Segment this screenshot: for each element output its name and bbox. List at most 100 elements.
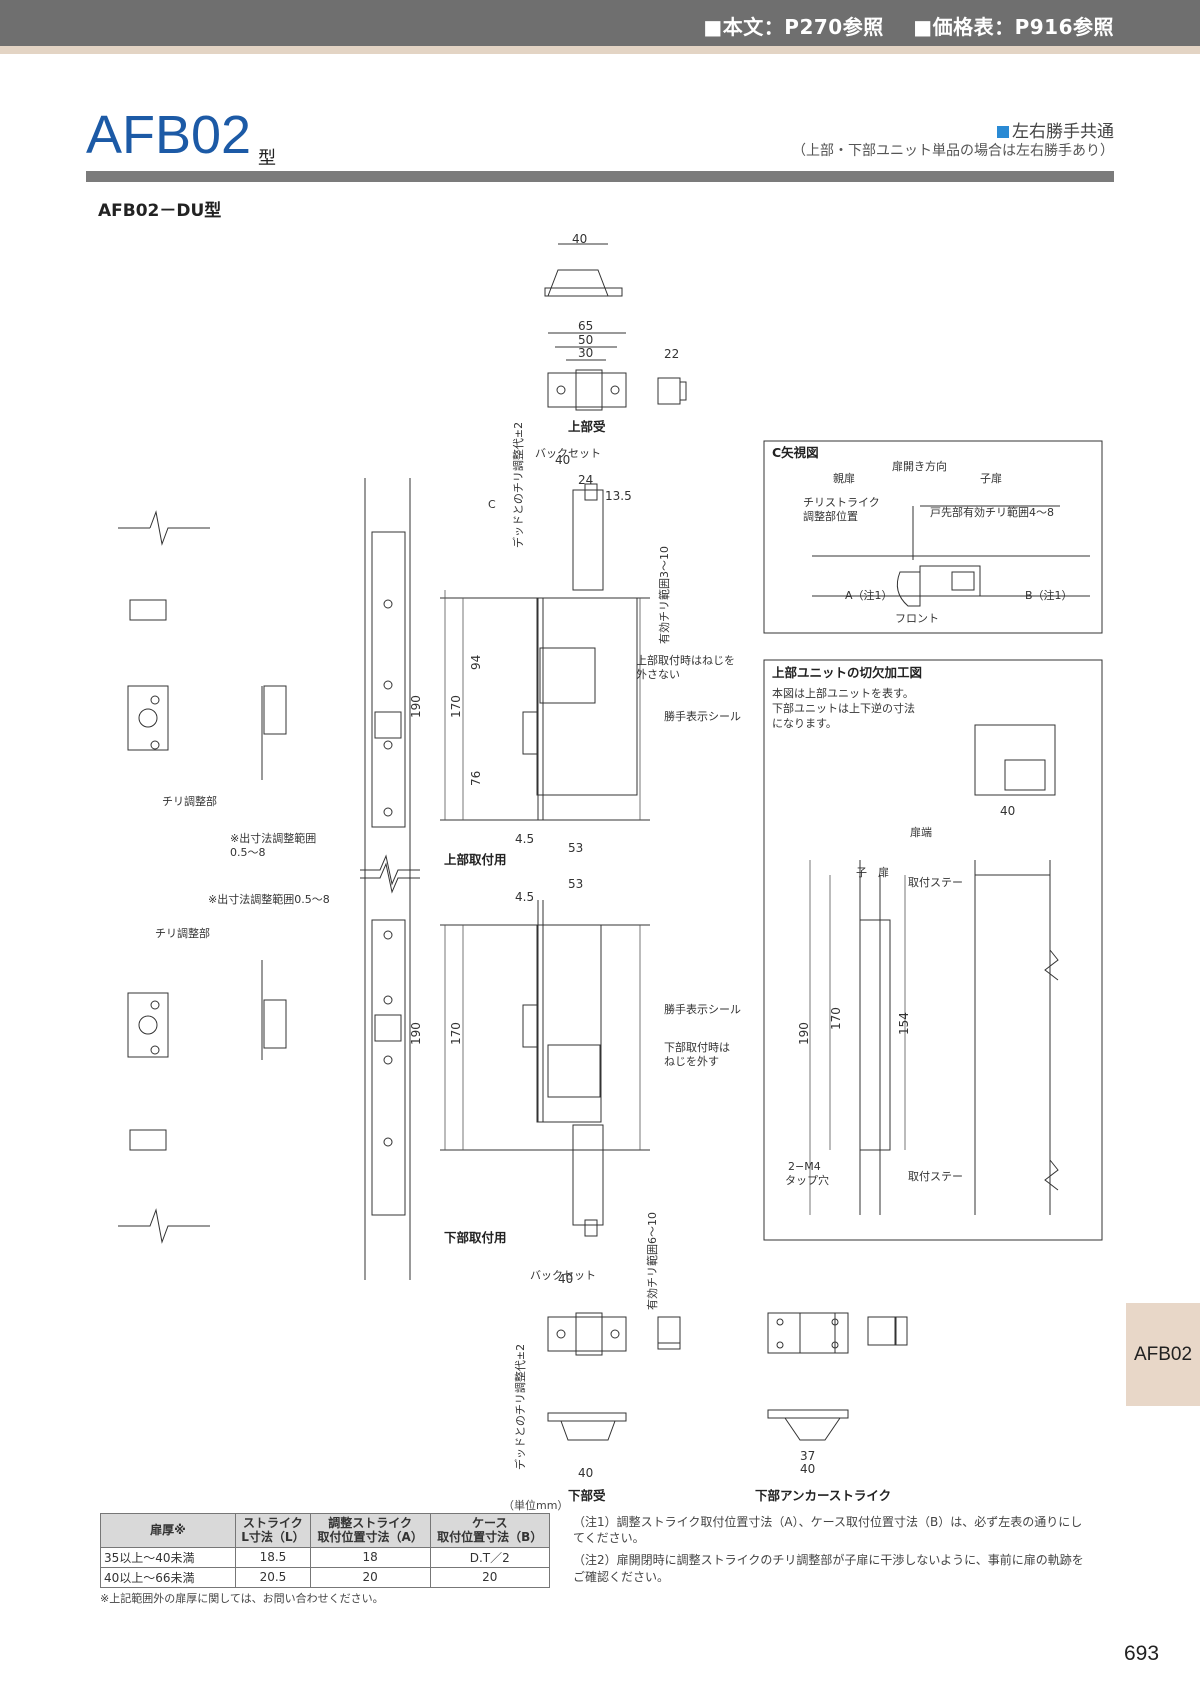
upper-strike-top (544, 243, 623, 297)
label-lower-mount: 下部取付用 (444, 1230, 507, 1245)
label-mount-stay-lower: 取付ステー (908, 1170, 963, 1183)
cell-l: 18.5 (235, 1546, 311, 1568)
label-chiri-adjust-lower: チリ調整部 (155, 926, 210, 940)
cell-b: D.T／2 (429, 1546, 550, 1568)
header-case-b: ケース取付位置寸法（B） (429, 1513, 550, 1548)
label-door-tip-range: 戸先部有効チリ範囲4〜8 (930, 505, 1054, 519)
label-range-note-lower: ※出寸法調整範囲0.5〜8 (208, 892, 330, 906)
cutout-note-3: になります。 (772, 717, 837, 730)
label-lower-screw-2: ねじを外す (664, 1055, 719, 1068)
c-view-detail (812, 505, 1090, 607)
dim-170-upper: 170 (449, 695, 463, 718)
label-open-direction: 扉開き方向 (892, 459, 947, 473)
page-number: 693 (1124, 1642, 1160, 1665)
label-tap2: タップ穴 (785, 1173, 829, 1187)
label-c-arrow: C (488, 498, 496, 511)
lower-case (440, 900, 650, 1237)
cell-l: 20.5 (235, 1566, 311, 1588)
lower-strike-front (547, 1312, 681, 1441)
label-front: フロント (895, 612, 939, 625)
dim-30: 30 (578, 346, 593, 360)
cell-b: 20 (429, 1566, 550, 1588)
label-lower-screw-1: 下部取付時は (664, 1040, 730, 1054)
table-footnote: ※上記範囲外の扉厚に関しては、お問い合わせください。 (100, 1592, 384, 1605)
left-strike-views-upper (118, 510, 287, 780)
label-upper-strike: 上部受 (568, 419, 606, 434)
label-door-edge: 扉端 (910, 826, 932, 839)
label-dead-chiri-lower: デッドとのチリ調整代±2 (513, 1344, 527, 1470)
dim-190-cutout: 190 (797, 1022, 811, 1045)
label-seal-lower: 勝手表示シール (664, 1002, 741, 1016)
note-2: （注2）扉開閉時に調整ストライクのチリ調整部が子扉に干渉しないように、事前に扉の… (573, 1553, 1084, 1584)
dim-40-bottom: 40 (578, 1466, 593, 1480)
label-mount-stay-upper: 取付ステー (908, 876, 963, 889)
dim-94-upper: 94 (469, 655, 483, 670)
dim-53-lower: 53 (568, 877, 583, 891)
dim-190-upper: 190 (409, 695, 423, 718)
header-door-thickness: 扉厚※ (100, 1513, 236, 1548)
side-index-tab[interactable]: AFB02 (1126, 1303, 1200, 1406)
cell-thickness: 40以上〜66未満 (100, 1566, 236, 1588)
label-upper-screw-1: 上部取付時はねじを (636, 653, 735, 667)
dim-65: 65 (578, 319, 593, 333)
label-chiri-effective-upper: 有効チリ範囲3〜10 (657, 546, 671, 644)
label-chiri-adjust-upper: チリ調整部 (162, 794, 217, 808)
text-reference: ■本文：P270参照 (703, 15, 884, 39)
cell-a: 20 (309, 1566, 431, 1588)
label-dead-chiri-upper: デッドとのチリ調整代±2 (511, 422, 525, 548)
dim-22: 22 (664, 347, 679, 361)
front-plate (360, 478, 420, 1280)
lower-anchor-strike (767, 1312, 908, 1441)
table-row: 35以上〜40未満 18.5 18 D.T／2 (100, 1546, 550, 1568)
header-adjust-strike-a: 調整ストライク取付位置寸法（A） (309, 1513, 431, 1548)
label-backset-lower: バックセット (530, 1269, 596, 1282)
label-upper-screw-2: 外さない (636, 668, 680, 681)
cutout-note-2: 下部ユニットは上下逆の寸法 (772, 701, 915, 715)
table-row: 40以上〜66未満 20.5 20 20 (100, 1566, 550, 1588)
note-1: （注1）調整ストライク取付位置寸法（A）、ケース取付位置寸法（B）は、必ず左表の… (573, 1515, 1083, 1546)
handedness-line2: （上部・下部ユニット単品の場合は左右勝手あり） (792, 143, 1114, 160)
header-bar: ■本文：P270参照 ■価格表：P916参照 (0, 0, 1200, 54)
handedness-note: 左右勝手共通 （上部・下部ユニット単品の場合は左右勝手あり） (792, 122, 1114, 161)
dimension-lines (444, 590, 906, 1215)
label-oyatobira: 親扉 (833, 472, 855, 485)
upper-case (440, 483, 650, 821)
label-cutout-title: 上部ユニットの切欠加工図 (772, 665, 922, 680)
unit-label: （単位mm） (503, 1499, 569, 1512)
label-c-view: C矢視図 (772, 445, 819, 460)
dim-154-cutout: 154 (897, 1012, 911, 1035)
dim-170-lower: 170 (449, 1022, 463, 1045)
label-backset-upper: バックセット (535, 447, 601, 460)
dim-50: 50 (578, 333, 593, 347)
c-view-frame (763, 440, 1103, 634)
label-child-door: 子 扉 (856, 866, 889, 879)
label-lower-strike: 下部受 (568, 1488, 606, 1503)
dim-4-5-upper: 4.5 (515, 832, 534, 846)
page-references: ■本文：P270参照 ■価格表：P916参照 (681, 11, 1114, 40)
cutout-frame (763, 659, 1103, 1241)
dim-76-upper: 76 (469, 771, 483, 786)
label-chiri-strike-1: チリストライク (803, 496, 880, 509)
label-kotobira: 子扉 (980, 472, 1002, 485)
label-chiri-strike-2: 調整部位置 (803, 509, 858, 523)
cutout-note-1: 本図は上部ユニットを表す。 (772, 686, 914, 700)
dim-4-5-lower: 4.5 (515, 890, 534, 904)
model-title: AFB02 (86, 105, 252, 165)
label-lower-anchor: 下部アンカーストライク (755, 1488, 891, 1503)
title-rule (86, 171, 1114, 182)
dim-40-lower: 40 (558, 1272, 573, 1286)
dim-53-upper: 53 (568, 841, 583, 855)
dim-40-cutout: 40 (1000, 804, 1015, 818)
label-chiri-effective-lower: 有効チリ範囲6〜10 (645, 1212, 659, 1310)
upper-strike-front (547, 332, 687, 411)
handedness-line1: 左右勝手共通 (1012, 122, 1114, 142)
label-a-note: A（注1） (845, 588, 893, 602)
notes: （注1）調整ストライク取付位置寸法（A）、ケース取付位置寸法（B）は、必ず左表の… (573, 1514, 1093, 1591)
label-range-note-upper: ※出寸法調整範囲 (230, 831, 316, 845)
cutout-detail (859, 724, 1059, 1215)
dim-13-5: 13.5 (605, 489, 632, 503)
